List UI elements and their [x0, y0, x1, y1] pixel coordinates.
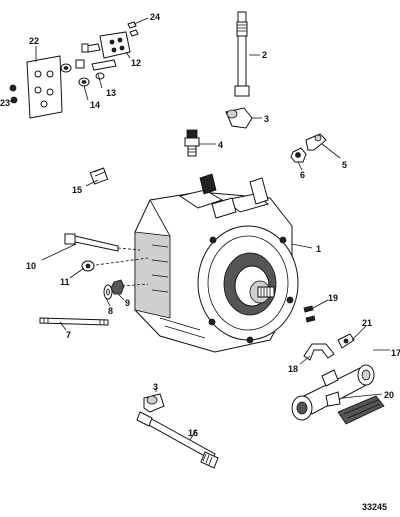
drawing-number: 33245 — [362, 502, 387, 512]
callout-17: 17 — [391, 348, 400, 358]
drive-shaft — [136, 411, 219, 469]
callout-18: 18 — [288, 364, 298, 374]
transmission-housing — [134, 173, 299, 353]
callout-23: 23 — [0, 98, 10, 108]
hex-nut — [110, 279, 125, 295]
oil-cooler — [291, 364, 375, 421]
washer — [103, 284, 113, 300]
callout-7: 7 — [66, 330, 71, 340]
clamp — [303, 343, 335, 361]
callout-19: 19 — [328, 293, 338, 303]
bracket — [99, 31, 131, 59]
fastener — [337, 333, 355, 349]
callout-labels: 1 2 3 3 4 5 6 7 8 9 10 11 12 13 14 15 16… — [0, 12, 400, 438]
callout-11: 11 — [60, 277, 70, 287]
temperature-sender — [184, 129, 200, 157]
callout-3-bottom: 3 — [153, 382, 158, 392]
small-screws — [303, 305, 316, 323]
mounting-plate — [26, 55, 63, 119]
callout-4: 4 — [218, 140, 223, 150]
elbow-fitting-right — [305, 133, 327, 151]
long-stud — [39, 317, 109, 326]
bracket-screws — [75, 43, 117, 71]
callout-21: 21 — [362, 318, 372, 328]
elbow-fitting-bottom — [143, 393, 165, 413]
elbow-fitting-top — [225, 107, 253, 129]
callout-16: 16 — [188, 428, 198, 438]
plug-fitting — [89, 167, 109, 185]
callout-20: 20 — [384, 390, 394, 400]
callout-3-top: 3 — [264, 114, 269, 124]
callout-5: 5 — [342, 160, 347, 170]
alignment-lines — [95, 247, 149, 287]
callout-6: 6 — [300, 170, 305, 180]
callout-10: 10 — [26, 261, 36, 271]
callout-22: 22 — [29, 36, 39, 46]
callout-9: 9 — [125, 298, 130, 308]
small-clips — [127, 21, 139, 37]
callout-13: 13 — [106, 88, 116, 98]
gasket-strip — [337, 395, 385, 425]
callout-2: 2 — [262, 50, 267, 60]
leader-lines — [9, 17, 390, 441]
nut — [290, 147, 307, 163]
callout-1: 1 — [316, 244, 321, 254]
callout-15: 15 — [72, 185, 82, 195]
hose-fitting — [234, 11, 250, 97]
callout-24: 24 — [150, 12, 160, 22]
callout-12: 12 — [131, 58, 141, 68]
callout-14: 14 — [90, 100, 100, 110]
bolt — [64, 233, 119, 252]
lock-washer — [81, 260, 95, 272]
callout-8: 8 — [108, 306, 113, 316]
